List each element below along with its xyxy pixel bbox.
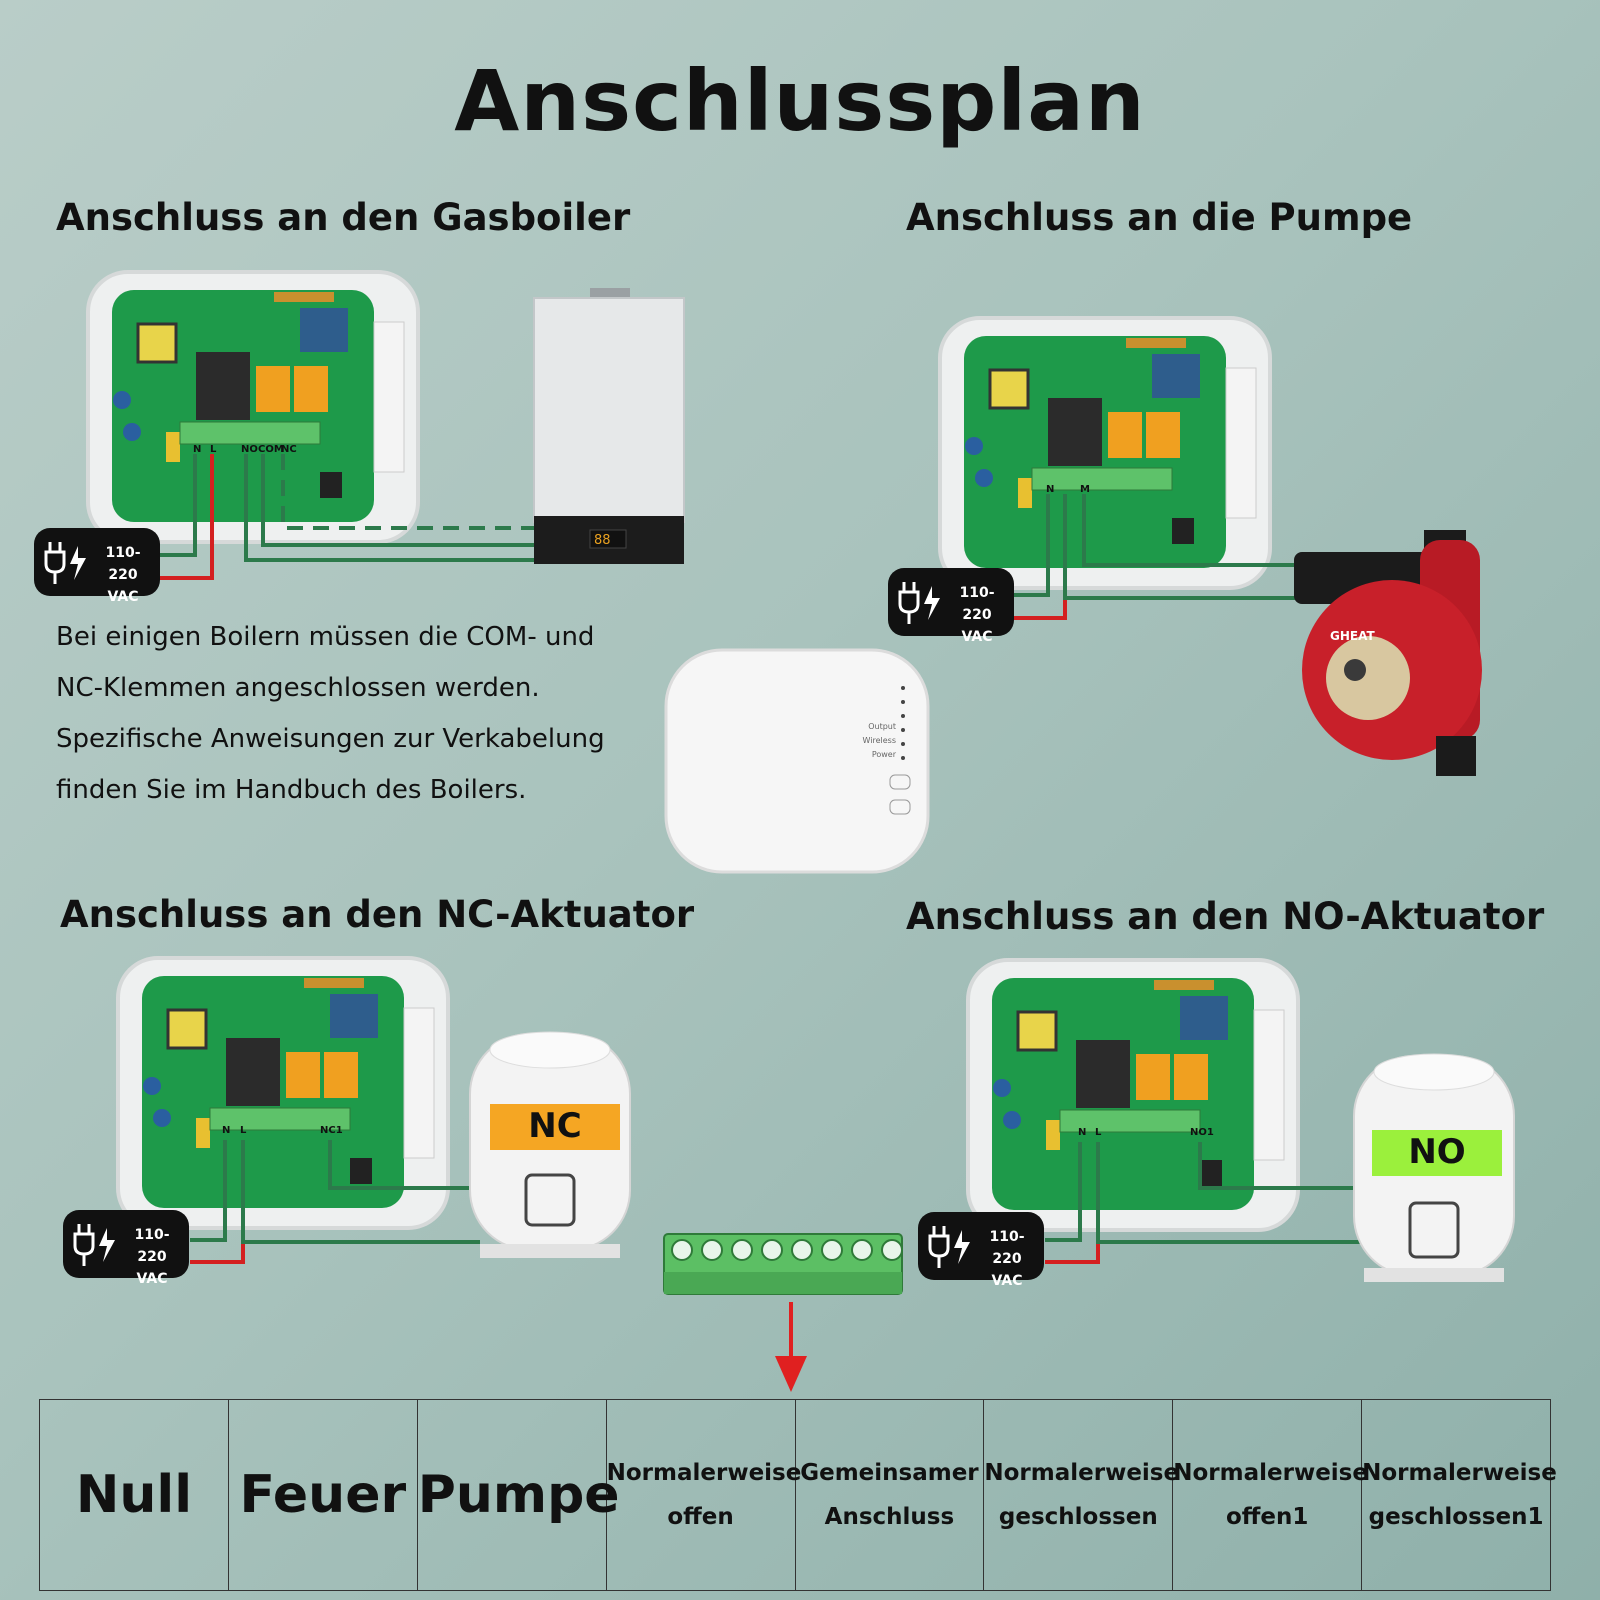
gas-boiler: 88: [533, 288, 685, 564]
led-label-power: Power: [871, 750, 896, 759]
terminal-label: N: [222, 1125, 230, 1136]
no-actuator: [1353, 1053, 1515, 1282]
thermostat-board-pump: [938, 316, 1272, 590]
plug-lightning-icon: [898, 582, 940, 624]
section-title-no-actuator: Anschluss an den NO-Aktuator: [906, 895, 1545, 938]
terminal-label: N: [1078, 1127, 1086, 1138]
boiler-wiring-note: Bei einigen Boilern müssen die COM- und …: [56, 612, 616, 816]
boiler-display: 88: [594, 533, 611, 548]
terminal-label: NO1: [1190, 1127, 1214, 1138]
terminal-label: NC1: [320, 1125, 343, 1136]
note-line: Spezifische Anweisungen zur Verkabelung: [56, 724, 605, 754]
pump-brand: GHEAT: [1330, 629, 1375, 643]
wires-no: [1045, 1142, 1360, 1264]
terminal-label: L: [1095, 1127, 1102, 1138]
terminal-label: N: [193, 444, 201, 455]
terminal-label: L: [240, 1125, 247, 1136]
voltage-value: 110-220: [105, 545, 141, 583]
section-title-nc-actuator: Anschluss an den NC-Aktuator: [60, 893, 695, 936]
led-label-wireless: Wireless: [862, 736, 896, 745]
section-title-pump: Anschluss an die Pumpe: [906, 196, 1413, 239]
note-line: Bei einigen Boilern müssen die COM- und: [56, 622, 595, 652]
led-label-output: Output: [868, 722, 896, 731]
plug-lightning-icon: [73, 1224, 115, 1266]
board-terminal-labels: N L NO COM NC: [193, 444, 297, 455]
voltage-unit: VAC: [991, 1273, 1023, 1289]
terminal-label: COM: [258, 444, 284, 455]
wireless-receiver: [664, 648, 930, 874]
wires-pump: [1010, 494, 1300, 620]
circulation-pump: GHEAT: [1294, 530, 1482, 776]
terminal-label: M: [1080, 484, 1090, 495]
voltage-unit: VAC: [107, 589, 139, 605]
voltage-unit: VAC: [961, 629, 993, 645]
arrow-to-table: [775, 1302, 807, 1392]
note-line: finden Sie im Handbuch des Boilers.: [56, 775, 527, 805]
terminal-label: N: [1046, 484, 1054, 495]
note-line: NC-Klemmen angeschlossen werden.: [56, 673, 540, 703]
terminal-label: NC: [281, 444, 297, 455]
table-cell: Feuer: [227, 1399, 418, 1591]
receiver-led-labels: Output Wireless Power: [840, 720, 896, 762]
plug-lightning-icon: [928, 1226, 970, 1268]
nc-label: NC: [528, 1106, 582, 1146]
voltage-value: 110-220: [134, 1227, 170, 1265]
table-cell: Null: [39, 1399, 229, 1591]
thermostat-board-gasboiler: [86, 270, 420, 544]
wires-nc: [190, 1140, 480, 1264]
wires-gasboiler: [160, 454, 538, 580]
no-label: NO: [1408, 1132, 1466, 1172]
terminal-label: NO: [241, 444, 258, 455]
voltage-value: 110-220: [989, 1229, 1025, 1267]
terminal-label: L: [210, 444, 217, 455]
section-title-gasboiler: Anschluss an den Gasboiler: [56, 196, 631, 239]
table-cell: Pumpe: [416, 1399, 620, 1591]
nc-actuator: [469, 1031, 631, 1258]
voltage-unit: VAC: [136, 1271, 168, 1287]
terminal-block: [663, 1233, 903, 1295]
plug-lightning-icon: [44, 542, 86, 584]
voltage-value: 110-220: [959, 585, 995, 623]
page-title: Anschlussplan: [454, 52, 1146, 150]
